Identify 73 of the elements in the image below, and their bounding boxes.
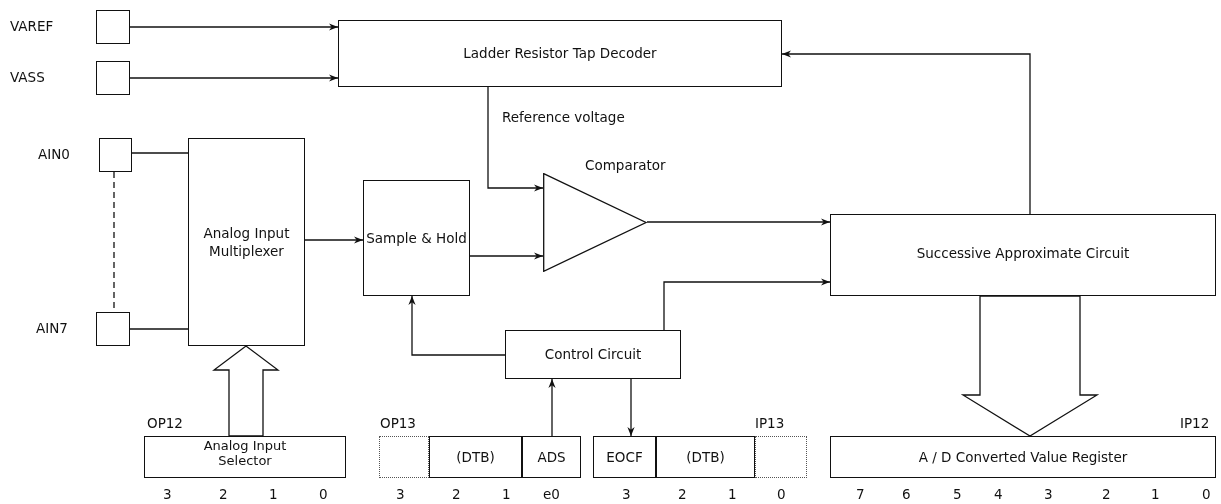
arrow <box>304 236 364 244</box>
bit-number: 0 <box>1202 488 1211 502</box>
register-field-label: (DTB) <box>456 448 495 467</box>
bit-number: 1 <box>1151 488 1160 502</box>
arrow <box>627 378 635 437</box>
arrow <box>646 218 831 226</box>
pin-label: VAREF <box>10 20 54 34</box>
arrow <box>663 278 831 331</box>
bit-number: 1 <box>269 488 278 502</box>
register-name: OP12 <box>147 417 183 431</box>
register-field <box>593 436 656 478</box>
unused-register-bit <box>379 436 429 478</box>
bus-arrow <box>212 345 280 437</box>
circuit-block <box>338 20 782 87</box>
register-field-label: (DTB) <box>686 448 725 467</box>
pin-terminal <box>96 61 130 95</box>
register-field-label: A / D Converted Value Register <box>918 448 1128 467</box>
block-label: Control Circuit <box>544 345 642 364</box>
bit-number: e0 <box>543 488 560 502</box>
circuit-block <box>505 330 681 379</box>
circuit-block <box>188 138 305 346</box>
comparator-label: Comparator <box>585 159 666 173</box>
bit-number: 5 <box>953 488 962 502</box>
bit-number: 7 <box>856 488 865 502</box>
circuit-block <box>830 214 1216 296</box>
pin-label: VASS <box>10 71 45 85</box>
register-field-label: EOCF <box>606 448 643 467</box>
bit-number: 3 <box>1044 488 1053 502</box>
unused-register-bit <box>755 436 807 478</box>
bit-number: 3 <box>163 488 172 502</box>
connector-line <box>131 152 189 154</box>
register-field <box>429 436 522 478</box>
edge-label: Reference voltage <box>500 110 627 126</box>
pin-label: AIN0 <box>38 148 70 162</box>
bit-number: 1 <box>502 488 511 502</box>
pin-terminal <box>99 138 132 172</box>
arrow <box>129 74 339 82</box>
arrow <box>408 295 506 356</box>
bit-number: 2 <box>678 488 687 502</box>
bit-number: 2 <box>452 488 461 502</box>
block-label: Sample & Hold <box>366 228 467 248</box>
register-name: IP13 <box>755 417 785 431</box>
circuit-block <box>363 180 470 296</box>
bit-number: 2 <box>219 488 228 502</box>
pin-label: AIN7 <box>36 322 68 336</box>
register-field <box>522 436 581 478</box>
arrow <box>487 86 544 192</box>
bus-arrow <box>960 295 1100 437</box>
bit-number: 4 <box>994 488 1003 502</box>
block-label: Analog Input Multiplexer <box>202 223 291 261</box>
block-label: Ladder Resistor Tap Decoder <box>463 44 657 63</box>
arrow <box>548 378 556 437</box>
connector-line <box>129 328 189 330</box>
bit-number: 0 <box>777 488 786 502</box>
bit-number: 1 <box>728 488 737 502</box>
arrow <box>781 50 1031 215</box>
register-field <box>830 436 1216 478</box>
register-name: IP12 <box>1180 417 1210 431</box>
register-field-label: Analog Input Selector <box>202 439 288 469</box>
bit-number: 6 <box>902 488 911 502</box>
arrow <box>469 252 544 260</box>
pin-terminal <box>96 312 130 346</box>
bit-number: 3 <box>396 488 405 502</box>
register-field-label: ADS <box>537 448 566 467</box>
bit-number: 2 <box>1102 488 1111 502</box>
bit-number: 0 <box>319 488 328 502</box>
register-field <box>144 436 346 478</box>
arrow <box>129 23 339 31</box>
pin-terminal <box>96 10 130 44</box>
register-field <box>656 436 755 478</box>
register-name: OP13 <box>380 417 416 431</box>
bit-number: 3 <box>622 488 631 502</box>
block-label: Successive Approximate Circuit <box>916 243 1130 263</box>
